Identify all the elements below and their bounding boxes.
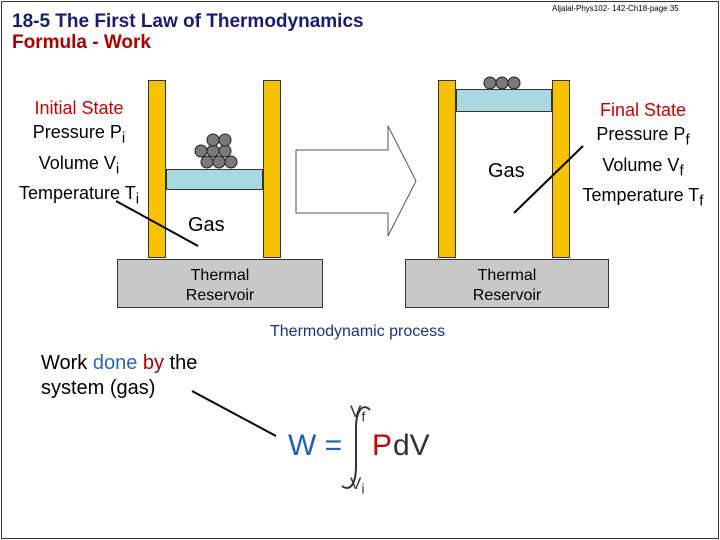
formula-w: W =: [288, 429, 343, 462]
right-weights-icon: [483, 76, 521, 90]
slide-title: 18-5 The First Law of Thermodynamics: [12, 11, 364, 32]
thermal-reservoir-right: Thermal Reservoir: [405, 259, 609, 308]
slide-subtitle: Formula - Work: [12, 32, 151, 53]
pointer-line-final: [513, 145, 584, 214]
formula-p: P: [372, 429, 393, 462]
final-state-block: Final State Pressure Pf Volume Vf Temper…: [568, 98, 718, 214]
pointer-line-work: [191, 390, 277, 437]
final-state-heading: Final State: [599, 100, 687, 120]
final-temperature: Temperature Tf: [582, 185, 704, 210]
work-description: Work done by the system (gas): [41, 352, 198, 399]
process-label: Thermodynamic process: [270, 323, 446, 340]
right-cylinder-wall-left: [438, 80, 456, 258]
left-cylinder-wall-left: [148, 80, 166, 258]
right-piston: [456, 89, 552, 112]
integral-sign-icon: [341, 406, 371, 489]
gas-label-right: Gas: [488, 160, 525, 182]
initial-state-heading: Initial State: [34, 98, 124, 118]
slide-meta: Aljalal-Phys102- 142-Ch18-page 35: [552, 4, 679, 13]
final-volume: Volume Vf: [602, 154, 684, 180]
final-pressure: Pressure Pf: [596, 124, 690, 149]
initial-volume: Volume Vi: [38, 152, 120, 178]
initial-pressure: Pressure Pi: [32, 122, 126, 147]
gas-label-left: Gas: [188, 214, 225, 236]
pointer-line-initial: [115, 200, 199, 247]
initial-temperature: Temperature Ti: [18, 183, 140, 208]
left-piston: [166, 169, 263, 190]
formula-lower-limit: Vi: [350, 474, 365, 498]
left-cylinder-wall-right: [263, 80, 281, 258]
formula-upper-limit: Vf: [350, 402, 366, 426]
process-arrow-icon: [295, 125, 417, 237]
right-cylinder-wall-right: [552, 80, 570, 258]
formula-dv: dV: [393, 429, 430, 462]
thermal-reservoir-left: Thermal Reservoir: [117, 259, 323, 308]
initial-state-block: Initial State Pressure Pi Volume Vi Temp…: [4, 96, 154, 212]
left-weights-icon: [194, 133, 238, 169]
